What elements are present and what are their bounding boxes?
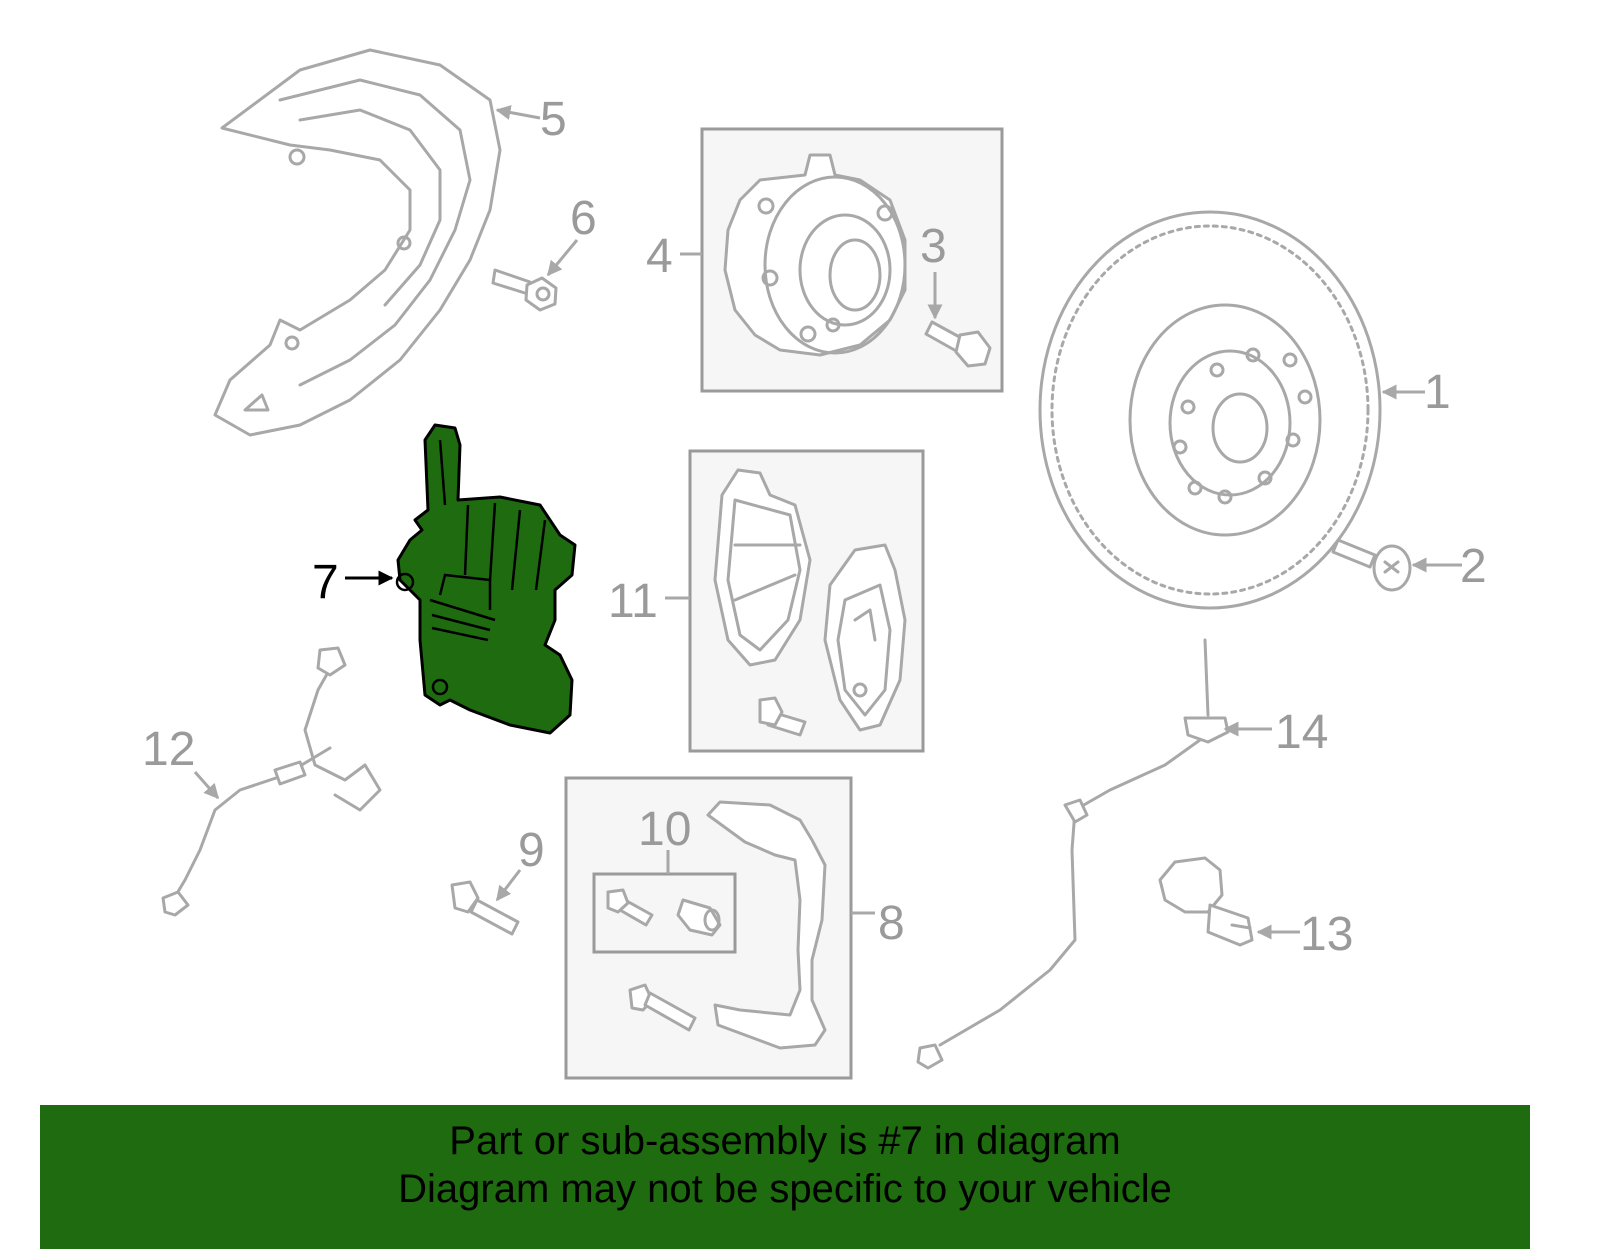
banner-line-part-info: Part or sub-assembly is #7 in diagram [449,1119,1121,1163]
caliper-support-part [628,800,827,1050]
wheel-speed-sensor-part [1158,856,1254,947]
hub-bolt-part [924,320,992,368]
wheel-hub-part [723,153,907,357]
brake-caliper-part-highlighted[interactable] [395,423,577,735]
banner-line-disclaimer: Diagram may not be specific to your vehi… [398,1167,1172,1211]
shield-bolt-part [491,268,558,312]
callout-6: 6 [570,192,597,245]
callout-10: 10 [638,803,691,856]
callout-9: 9 [518,824,545,877]
callout-13: 13 [1300,908,1353,961]
callout-3: 3 [920,220,947,273]
caliper-bolt-part [450,880,520,936]
splash-shield-part [213,48,502,437]
abs-sensor-wire-part [916,638,1230,1070]
callout-14: 14 [1275,706,1328,759]
brake-pads-part [713,468,907,737]
rotor-screw-part [1331,538,1412,592]
brake-hose-part [161,646,382,917]
callout-2: 2 [1460,540,1487,593]
guide-kit-part [606,888,722,937]
callout-4: 4 [646,230,673,283]
info-banner: Part or sub-assembly is #7 in diagram Di… [40,1105,1530,1249]
callout-1: 1 [1424,366,1451,419]
callout-11: 11 [608,575,658,628]
brake-rotor-part [1038,210,1382,610]
callout-5: 5 [540,93,567,146]
callout-8: 8 [878,897,905,950]
callout-7[interactable]: 7 [312,556,339,609]
callout-12: 12 [142,723,195,776]
